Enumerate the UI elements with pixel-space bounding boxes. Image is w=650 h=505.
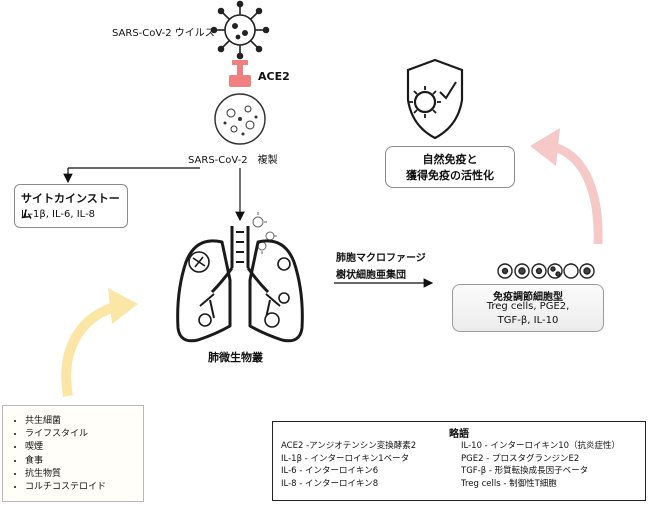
factors-box: 共生細菌 ライフスタイル 喫煙 食事 抗生物質 コルチコステロイド — [2, 405, 144, 502]
flow-arrows — [63, 167, 434, 288]
abbreviations-box: 略語 ACE2 -アンジオテンシン変換酵素2 IL-1β - インターロイキン1… — [272, 421, 646, 501]
immune-cells-icon — [497, 263, 595, 279]
virus-icon — [210, 0, 270, 60]
ace2-receptor-icon — [229, 60, 251, 87]
abbreviation-item: IL-8 - インターロイキン8 — [281, 478, 379, 489]
regulatory-cells-line2: TGF-β, IL-10 — [497, 315, 559, 326]
factor-item: 食事 — [25, 455, 106, 468]
lungs-icon — [176, 226, 304, 343]
shield-icon — [406, 58, 464, 140]
abbreviations-right-column: IL-10 - インターロイキン10（抗炎症性） PGE2 - プロスタグランジ… — [461, 440, 620, 490]
curved-arrow-red — [530, 128, 603, 245]
abbreviation-item: Treg cells - 制御性T細胞 — [461, 478, 557, 489]
virus-label: SARS-CoV-2 ウイルス — [112, 28, 215, 39]
abbreviation-item: TGF-β - 形質転換成長因子ベータ — [461, 466, 589, 476]
infected-cell-icon — [214, 93, 266, 145]
factor-item: 喫煙 — [25, 441, 106, 454]
ace2-label: ACE2 — [258, 70, 290, 83]
curved-arrow-yellow — [61, 288, 138, 397]
abbreviation-item: ACE2 -アンジオテンシン変換酵素2 — [281, 441, 417, 451]
macrophage-label: 肺胞マクロファージ — [336, 253, 426, 264]
regulatory-cells-title: 免疫調節細胞型 — [493, 292, 563, 303]
abbreviation-item: IL-6 - インターロイキン6 — [281, 466, 379, 476]
lung-microbiome-label: 肺微生物叢 — [208, 351, 263, 364]
cytokine-storm-items: IL-1β, IL-6, IL-8 — [21, 209, 96, 220]
factor-item: 共生細菌 — [25, 415, 106, 428]
abbreviations-left-column: ACE2 -アンジオテンシン変換酵素2 IL-1β - インターロイキン1ベータ… — [281, 440, 416, 490]
abbreviation-item: IL-1β - インターロイキン1ベータ — [281, 453, 410, 464]
abbreviation-item: IL-10 - インターロイキン10（抗炎症性） — [461, 441, 621, 451]
immune-activation-line1: 自然免疫と — [422, 153, 478, 166]
regulatory-cells-box: 免疫調節細胞型 Treg cells, PGE2, TGF-β, IL-10 — [452, 284, 604, 332]
immune-activation-box: 自然免疫と 獲得免疫の活性化 — [385, 146, 515, 188]
factors-list: 共生細菌 ライフスタイル 喫煙 食事 抗生物質 コルチコステロイド — [3, 415, 106, 494]
factor-item: 抗生物質 — [25, 468, 106, 481]
regulatory-cells-line1: Treg cells, PGE2, — [486, 301, 570, 312]
abbreviations-title: 略語 — [449, 429, 469, 440]
cytokine-storm-box: サイトカインストーム IL-1β, IL-6, IL-8 — [14, 184, 128, 228]
immune-activation-line2: 獲得免疫の活性化 — [406, 169, 494, 182]
abbreviation-item: PGE2 - プロスタグランジンE2 — [461, 453, 580, 464]
microbe-icons — [188, 251, 291, 328]
cytokine-storm-title: サイトカインストーム — [21, 192, 120, 221]
factor-item: ライフスタイル — [25, 428, 106, 441]
factor-item: コルチコステロイド — [25, 481, 106, 494]
dendritic-cell-label: 樹状細胞亜集団 — [336, 270, 406, 281]
replication-label: SARS-CoV-2 複製 — [188, 155, 278, 166]
